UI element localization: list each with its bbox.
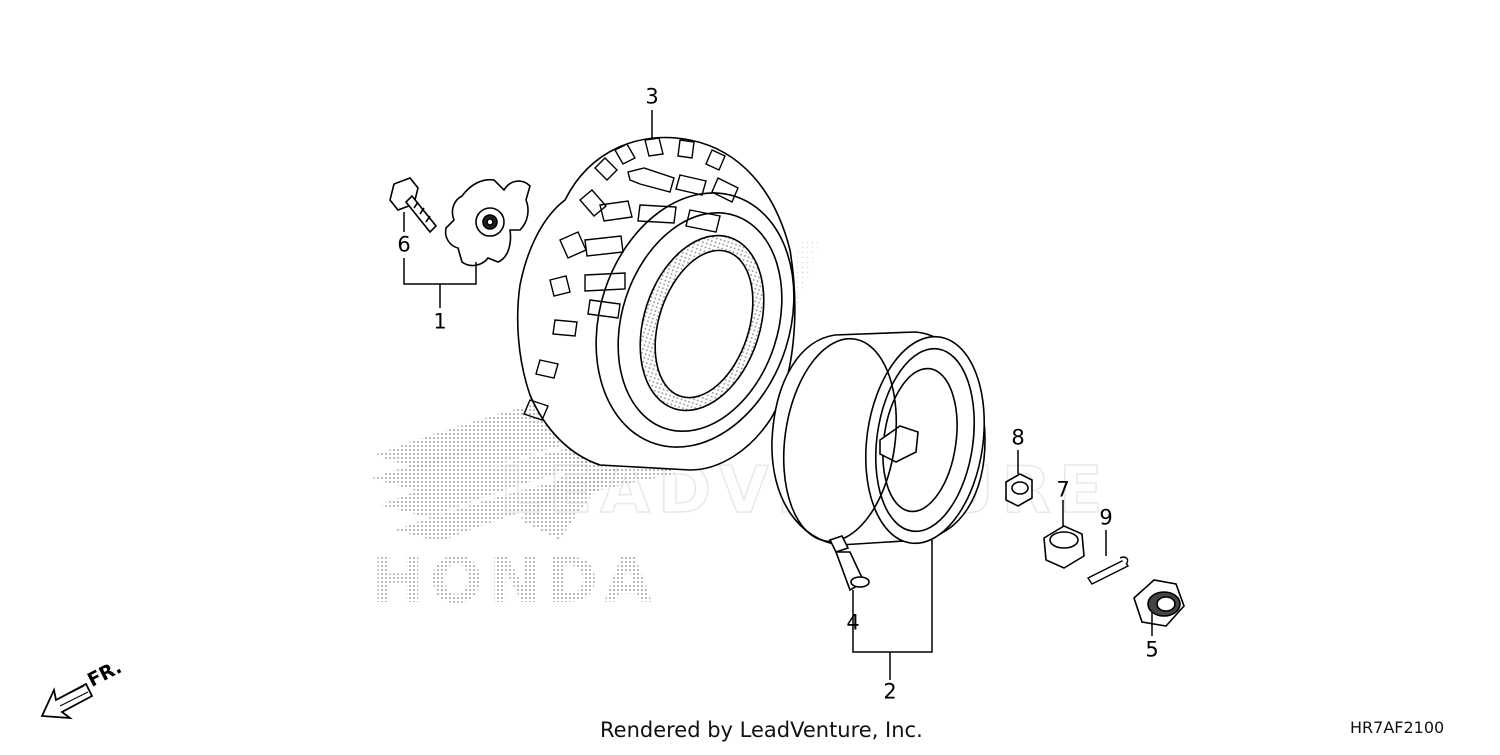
diagram-code: HR7AF2100 <box>1350 718 1445 737</box>
hub-plate <box>444 178 531 267</box>
cotter-pin-part-9 <box>1086 556 1130 585</box>
callout-6: 6 <box>397 232 411 257</box>
tire <box>516 136 796 471</box>
leader-lines <box>403 110 1153 680</box>
callout-1: 1 <box>433 309 447 334</box>
nut-part-8 <box>1005 473 1033 507</box>
castle-nut-part-7 <box>1043 525 1085 569</box>
splined-hub-part-5 <box>1133 579 1185 627</box>
callout-9: 9 <box>1099 505 1113 530</box>
callout-7: 7 <box>1056 477 1070 502</box>
front-direction-arrow-icon <box>40 682 94 720</box>
watermark-brand-text: HONDA <box>372 544 658 617</box>
callout-5: 5 <box>1145 637 1159 662</box>
wheel-rim <box>771 331 986 546</box>
callout-4: 4 <box>846 610 860 635</box>
valve-stem <box>828 535 870 592</box>
callout-2: 2 <box>883 679 897 704</box>
footer-credit: Rendered by LeadVenture, Inc. <box>600 718 923 742</box>
callout-8: 8 <box>1011 425 1025 450</box>
flange-bolt <box>389 177 438 234</box>
callout-3: 3 <box>645 84 659 109</box>
